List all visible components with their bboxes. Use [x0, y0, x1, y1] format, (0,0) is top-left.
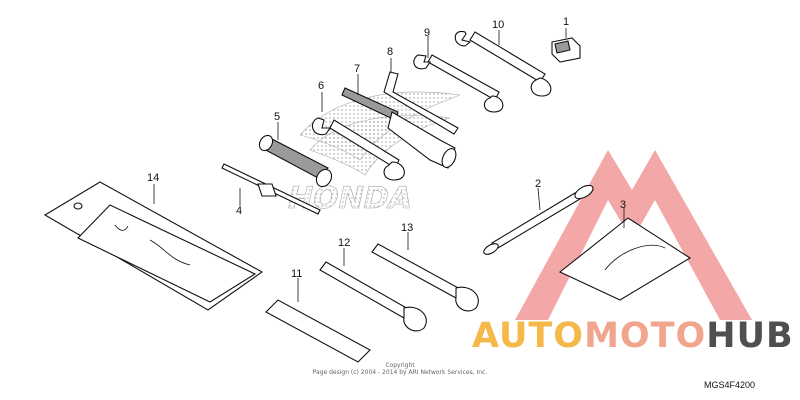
copyright-line-2: Page design (c) 2004 - 2014 by ARI Netwo…	[312, 369, 488, 376]
callout-8: 8	[387, 46, 393, 58]
copyright-notice: Copyright Page design (c) 2004 - 2014 by…	[300, 362, 500, 376]
callout-13: 13	[401, 222, 413, 234]
callout-1: 1	[563, 16, 569, 28]
part-12-wrench	[319, 248, 427, 332]
watermark-hub: HUB	[706, 316, 794, 356]
callout-4: 4	[236, 205, 242, 217]
part-4-screwdriver-bit	[221, 163, 321, 215]
part-6-wrench	[311, 92, 405, 181]
honda-logo-text: HONDA	[284, 181, 416, 216]
watermark-moto: MOTO	[584, 316, 707, 356]
diagram-code: MGS4F4200	[704, 380, 756, 390]
watermark-brand-text: AUTOMOTOHUB	[472, 316, 794, 356]
callout-14: 14	[147, 172, 159, 184]
callout-7: 7	[354, 63, 360, 75]
part-7-plug-wrench	[341, 74, 457, 169]
part-9-wrench	[413, 36, 504, 113]
watermark-auto: AUTO	[472, 316, 585, 356]
callout-3: 3	[620, 199, 626, 211]
callout-11: 11	[291, 268, 302, 280]
callout-6: 6	[318, 80, 324, 92]
callout-5: 5	[274, 111, 280, 123]
part-14-tool-pouch	[43, 181, 264, 311]
part-10-wrench	[454, 30, 552, 97]
callout-12: 12	[338, 237, 350, 249]
part-2-rod	[483, 184, 594, 255]
part-13-wrench	[371, 232, 479, 312]
callout-10: 10	[492, 19, 504, 31]
part-5-screwdriver-handle	[258, 122, 333, 188]
copyright-line-1: Copyright	[385, 362, 415, 369]
callout-2: 2	[535, 178, 541, 190]
callout-9: 9	[424, 27, 430, 39]
part-11-bar	[265, 278, 371, 363]
part-1-clip	[551, 28, 581, 63]
part-8-allen-key	[383, 58, 459, 135]
part-3-card	[558, 208, 692, 301]
